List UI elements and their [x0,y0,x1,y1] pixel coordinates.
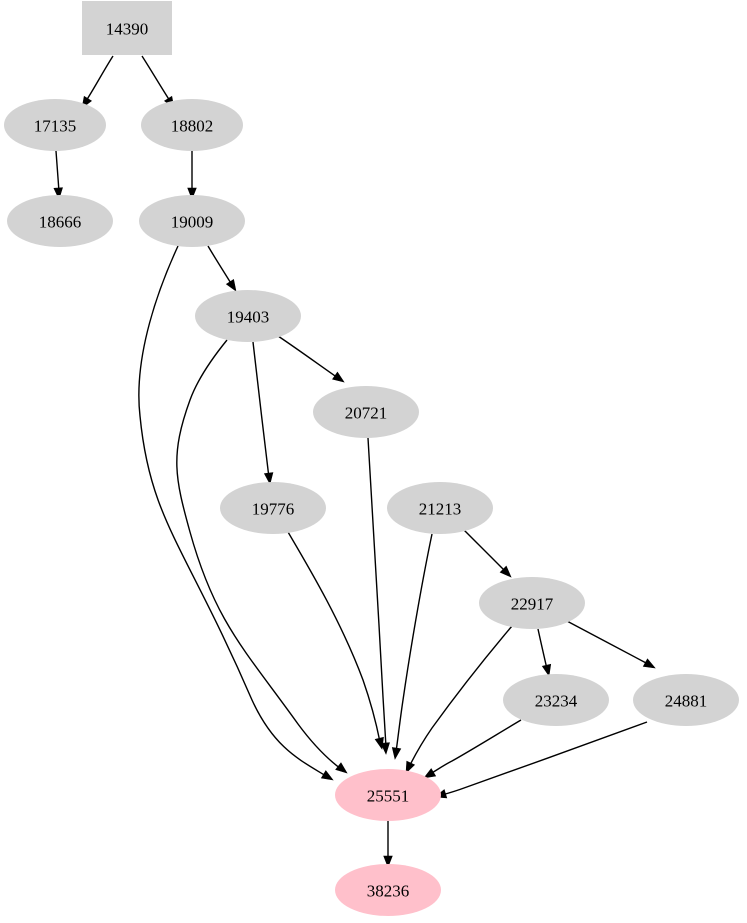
graph-node[interactable]: 24881 [633,674,739,726]
edge-line [395,533,433,753]
edge-line [537,628,548,670]
graph-edge [252,341,274,485]
node-ellipse-shape[interactable] [479,577,585,629]
graph-node[interactable]: 18802 [141,99,243,151]
edge-arrowhead-icon [53,187,63,200]
edge-arrowhead-icon [499,565,512,578]
graph-edge [423,719,522,779]
edges-layer [53,55,656,868]
edge-arrowhead-icon [320,770,334,781]
graph-edge [53,150,63,200]
graph-edge [564,619,656,669]
edge-arrowhead-icon [225,278,237,292]
graph-edge [391,533,433,760]
graph-node[interactable]: 17135 [4,99,106,151]
node-ellipse-shape[interactable] [7,195,113,247]
graph-node[interactable]: 20721 [313,386,419,438]
graph-node[interactable]: 25551 [335,769,441,821]
graph-edge [277,335,345,383]
node-ellipse-shape[interactable] [195,290,301,342]
graph-edge [207,245,237,292]
edge-line [207,245,233,286]
node-ellipse-shape[interactable] [633,674,739,726]
edge-arrowhead-icon [380,742,390,755]
graph-edge [138,245,334,781]
edge-arrowhead-icon [187,187,197,200]
edge-line [408,625,513,768]
edge-arrowhead-icon [642,658,656,669]
graph-node[interactable]: 19776 [220,482,326,534]
node-box-shape[interactable] [82,1,172,55]
edge-line [141,55,171,102]
graph-edge [81,55,114,109]
edge-arrowhead-icon [383,855,393,868]
edge-arrowhead-icon [423,768,437,779]
graph-edge [176,339,348,774]
edge-line [463,529,507,573]
edge-line [277,335,339,379]
node-ellipse-shape[interactable] [220,482,326,534]
node-ellipse-shape[interactable] [335,864,441,916]
edge-line [287,531,381,743]
edge-line [138,245,327,777]
node-ellipse-shape[interactable] [503,674,609,726]
edge-arrowhead-icon [335,762,348,774]
node-ellipse-shape[interactable] [4,99,106,151]
edge-line [564,619,649,665]
graph-node[interactable]: 14390 [82,1,172,55]
graph-edge [187,150,197,200]
edge-line [176,339,342,770]
graph-edge [463,529,512,578]
edge-line [252,341,270,479]
graph-edge [287,531,384,750]
graph-edge [405,625,513,774]
edge-arrowhead-icon [405,760,416,774]
graph-edge [434,721,648,799]
node-ellipse-shape[interactable] [139,195,245,247]
graph-node[interactable]: 19009 [139,195,245,247]
graph-node[interactable]: 21213 [387,482,493,534]
edge-line [55,150,60,193]
graph-edge [537,628,552,677]
node-ellipse-shape[interactable] [141,99,243,151]
node-ellipse-shape[interactable] [387,482,493,534]
graph-node[interactable]: 18666 [7,195,113,247]
node-ellipse-shape[interactable] [313,386,419,438]
graph-edge [367,437,390,755]
edge-line [429,719,522,775]
graph-node[interactable]: 19403 [195,290,301,342]
edge-arrowhead-icon [263,472,274,485]
node-ellipse-shape[interactable] [335,769,441,821]
graph-node[interactable]: 22917 [479,577,585,629]
edge-line [367,437,387,748]
edge-arrowhead-icon [332,371,345,383]
edge-line [441,721,648,796]
edge-arrowhead-icon [541,663,552,677]
graph-edge [383,820,393,868]
graph-node[interactable]: 23234 [503,674,609,726]
edge-arrowhead-icon [391,747,402,760]
graph-node[interactable]: 38236 [335,864,441,916]
edge-line [85,55,114,102]
